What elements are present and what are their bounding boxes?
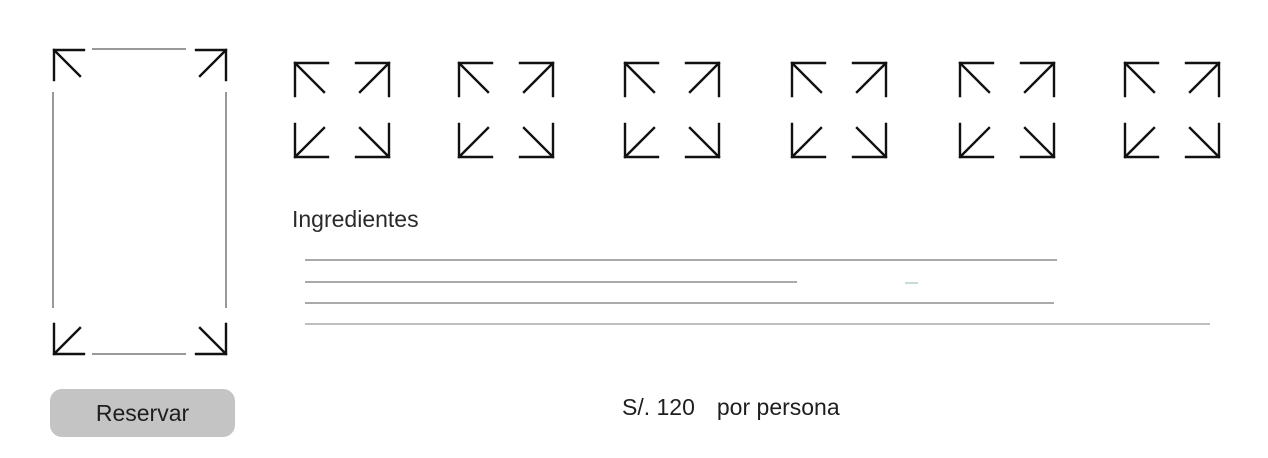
- price-info: S/. 120 por persona: [622, 392, 840, 422]
- ingredients-label: Ingredientes: [292, 206, 419, 232]
- expand-arrows-icon: [623, 61, 721, 159]
- price-amount: S/. 120: [622, 394, 695, 420]
- thumbnail-3[interactable]: [622, 60, 722, 160]
- thumbnail-5[interactable]: [957, 60, 1057, 160]
- price-unit: por persona: [716, 394, 840, 420]
- ingredients-text-placeholder: [300, 250, 1220, 330]
- expand-arrows-icon: [457, 61, 555, 159]
- expand-arrows-icon: [293, 61, 391, 159]
- thumbnail-1[interactable]: [292, 60, 392, 160]
- reserve-button[interactable]: Reservar: [50, 389, 235, 437]
- main-product-image: [50, 46, 230, 358]
- expand-arrows-icon: [1123, 61, 1221, 159]
- thumbnail-6[interactable]: [1122, 60, 1222, 160]
- thumbnail-2[interactable]: [456, 60, 556, 160]
- expand-arrows-icon: [52, 48, 228, 356]
- expand-arrows-icon: [790, 61, 888, 159]
- thumbnail-4[interactable]: [789, 60, 889, 160]
- expand-arrows-icon: [958, 61, 1056, 159]
